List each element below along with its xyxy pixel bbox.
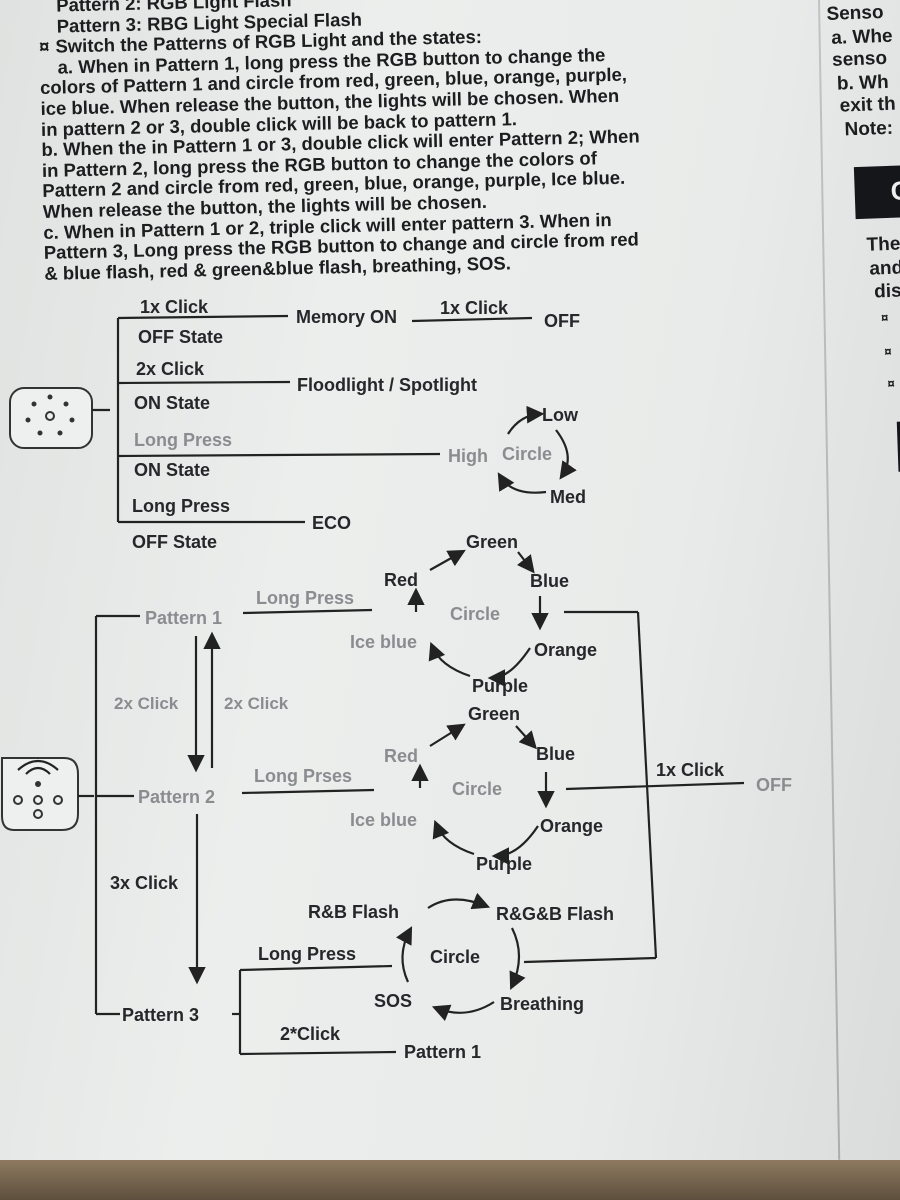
off-bracket-side [636,611,658,959]
bullet-icon: ¤ [38,35,50,58]
c1-orange: Orange [534,640,597,660]
wave-icon-2 [17,759,59,771]
click1b-line [411,316,533,323]
label-on-state: ON State [134,393,210,413]
label-p1-longpress: Long Press [256,588,354,608]
right-bullet-3: ¤ [887,375,895,392]
label-3x-click: 3x Click [110,873,179,893]
c1-green: Green [466,532,518,552]
sensor-lamp-icon [9,387,93,449]
effect-cycle-pattern-3: R&B Flash R&G&B Flash Breathing SOS Circ… [308,892,614,1022]
switch-flow-diagram: 1x Click OFF State Memory ON 1x Click OF… [1,297,792,1062]
c2-ice-blue: Ice blue [350,810,417,830]
label-back-pattern-1: Pattern 1 [404,1042,481,1062]
c3-breathing: Breathing [500,994,584,1014]
c2-purple: Purple [476,854,532,874]
right-text-1: Senso [826,2,884,25]
c1-purple: Purple [472,676,528,696]
label-eco: ECO [312,513,351,533]
label-click2: 2x Click [136,359,205,379]
right-text-4: b. Wh [836,71,889,95]
label-p2-longpress: Long Prses [254,766,352,786]
p3-longpress-line [239,964,393,972]
c2-circle: Circle [452,779,502,799]
right-text-5: exit th [839,93,896,117]
label-pattern-1: Pattern 1 [145,608,222,628]
c3-sos: SOS [374,991,412,1011]
label-p3-longpress: Long Press [258,944,356,964]
label-memory-on: Memory ON [296,307,397,327]
label-long-press-2: Long Press [132,496,230,516]
c3-circle: Circle [430,947,480,967]
c3-rgb-flash: R&G&B Flash [496,904,614,924]
c2-green: Green [468,704,520,724]
label-low: Low [542,405,579,425]
label-1x-click-off: 1x Click [656,760,725,780]
c3-rb-flash: R&B Flash [308,902,399,922]
label-on-state-2: ON State [134,460,210,480]
label-pattern-2: Pattern 2 [138,787,215,807]
label-brightness-circle: Circle [502,444,552,464]
longpress-line [117,452,441,458]
label-high: High [448,446,488,466]
c1-circle: Circle [450,604,500,624]
c2-orange: Orange [540,816,603,836]
right-text-7: The [866,233,900,256]
arrow-to-low [507,405,545,435]
label-click1b: 1x Click [440,298,509,318]
right-text-3: senso [831,47,888,71]
right-bullet-1: ¤ [880,310,889,326]
label-med: Med [550,487,586,507]
off-line [565,781,745,791]
click1-line [117,314,289,320]
c1-blue: Blue [530,571,569,591]
c2-blue: Blue [536,744,575,764]
right-bullet-2: ¤ [884,343,892,360]
table-surface [0,1160,900,1200]
label-long-press: Long Press [134,430,232,450]
p3-click-line [239,1050,397,1056]
label-floodlight: Floodlight / Spotlight [297,375,477,395]
right-text-8: and [869,257,900,280]
p2-longpress-line [241,788,375,795]
rgb-lamp-icon [1,757,79,831]
label-2x-click-a: 2x Click [114,694,179,713]
label-off: OFF [544,311,580,331]
label-2star-click: 2*Click [280,1024,341,1044]
right-text-9: disp [873,280,900,303]
wave-icon-1 [25,766,51,775]
p1-longpress-line [242,608,373,615]
label-click1: 1x Click [140,297,209,317]
arrow-to-med [555,429,577,480]
right-text-6: Note: [844,117,894,141]
c1-red: Red [384,570,418,590]
label-2x-click-b: 2x Click [224,694,289,713]
right-text-2: a. Whe [830,25,893,49]
c1-ice-blue: Ice blue [350,632,417,652]
section-header-letter: C [890,175,900,206]
label-rgb-off: OFF [756,775,792,795]
color-cycle-pattern-1: Green Blue Orange Purple Ice blue Red Ci… [350,532,597,696]
c2-red: Red [384,746,418,766]
label-off-state: OFF State [138,327,223,347]
color-cycle-pattern-2: Green Blue Orange Purple Ice blue Red Ci… [350,704,603,874]
arrow-to-high [497,472,547,494]
label-pattern-3: Pattern 3 [122,1005,199,1025]
off-bracket-bottom [523,956,657,964]
click2-line [117,380,291,385]
label-off-state-2: OFF State [132,532,217,552]
